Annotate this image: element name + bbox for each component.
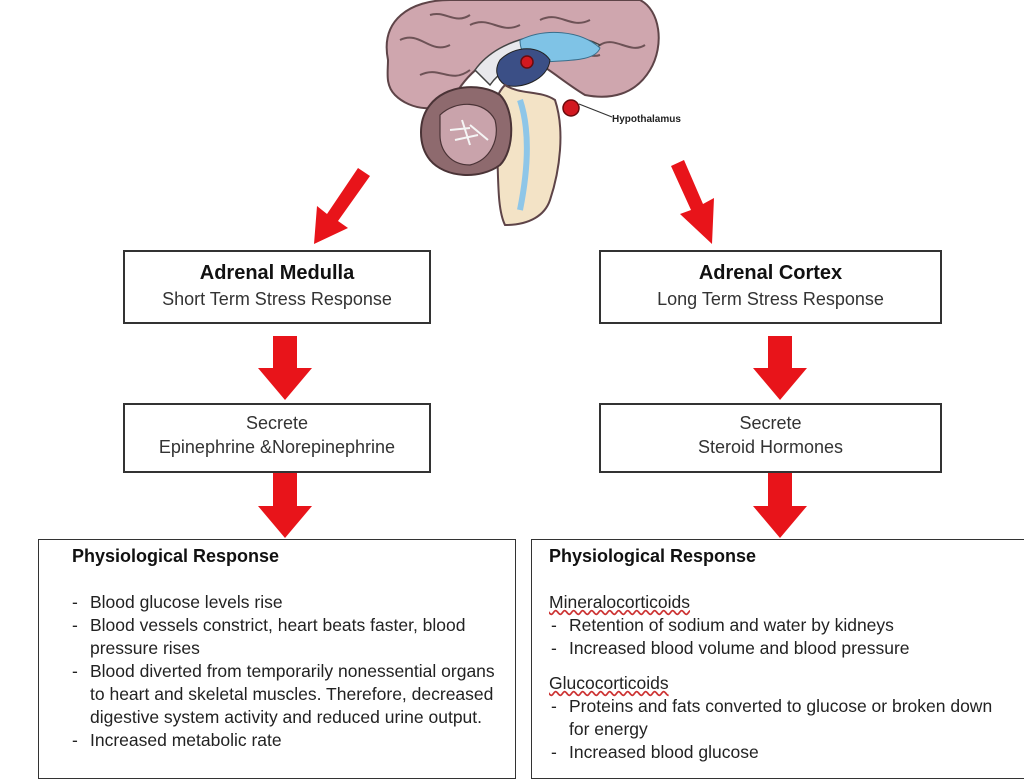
mineralocorticoids-heading: Mineralocorticoids: [549, 592, 691, 612]
adrenal-medulla-box: Adrenal Medulla Short Term Stress Respon…: [123, 250, 431, 324]
steroid-hormones-label: Steroid Hormones: [697, 437, 844, 457]
adrenal-cortex-subtitle: Long Term Stress Response: [657, 289, 884, 309]
hypothalamus-label: Hypothalamus: [612, 114, 681, 125]
secrete-epinephrine-box: Secrete Epinephrine &Norepinephrine: [123, 403, 431, 473]
arrow-secrete-to-response-left: [258, 472, 312, 538]
arrow-secrete-to-response-right: [753, 472, 807, 538]
glucocorticoids-list: Proteins and fats converted to glucose o…: [549, 695, 1016, 764]
list-item: Blood diverted from temporarily nonessen…: [70, 660, 501, 729]
arrow-brain-to-cortex: [671, 160, 714, 244]
response-list-left: Blood glucose levels rise Blood vessels …: [70, 591, 501, 752]
arrow-cortex-to-secrete: [753, 336, 807, 400]
list-item: Blood glucose levels rise: [70, 591, 501, 614]
arrows: [258, 160, 807, 538]
arrow-brain-to-medulla: [314, 168, 370, 244]
arrow-medulla-to-secrete: [258, 336, 312, 400]
physiological-response-left: Physiological Response Blood glucose lev…: [38, 539, 516, 779]
adrenal-medulla-subtitle: Short Term Stress Response: [162, 289, 392, 309]
adrenal-cortex-box: Adrenal Cortex Long Term Stress Response: [599, 250, 942, 324]
adrenal-cortex-title: Adrenal Cortex: [698, 262, 843, 284]
physiological-response-right: Physiological Response Mineralocorticoid…: [531, 539, 1024, 779]
list-item: Increased metabolic rate: [70, 729, 501, 752]
secrete-label-right: Secrete: [739, 413, 802, 433]
adrenal-medulla-title: Adrenal Medulla: [199, 262, 355, 284]
glucocorticoids-heading: Glucocorticoids: [549, 673, 669, 693]
list-item: Blood vessels constrict, heart beats fas…: [70, 614, 501, 660]
hypothalamus-marker: [562, 99, 580, 117]
list-item: Increased blood glucose: [549, 741, 1016, 764]
list-item: Retention of sodium and water by kidneys: [549, 614, 1016, 637]
secrete-steroid-box: Secrete Steroid Hormones: [599, 403, 942, 473]
list-item: Increased blood volume and blood pressur…: [549, 637, 1016, 660]
mineralocorticoids-list: Retention of sodium and water by kidneys…: [549, 614, 1016, 660]
epinephrine-label: Epinephrine &Norepinephrine: [158, 437, 396, 457]
response-heading-left: Physiological Response: [72, 546, 280, 566]
secrete-label-left: Secrete: [245, 413, 309, 433]
list-item: Proteins and fats converted to glucose o…: [549, 695, 1016, 741]
response-heading-right: Physiological Response: [549, 546, 757, 566]
